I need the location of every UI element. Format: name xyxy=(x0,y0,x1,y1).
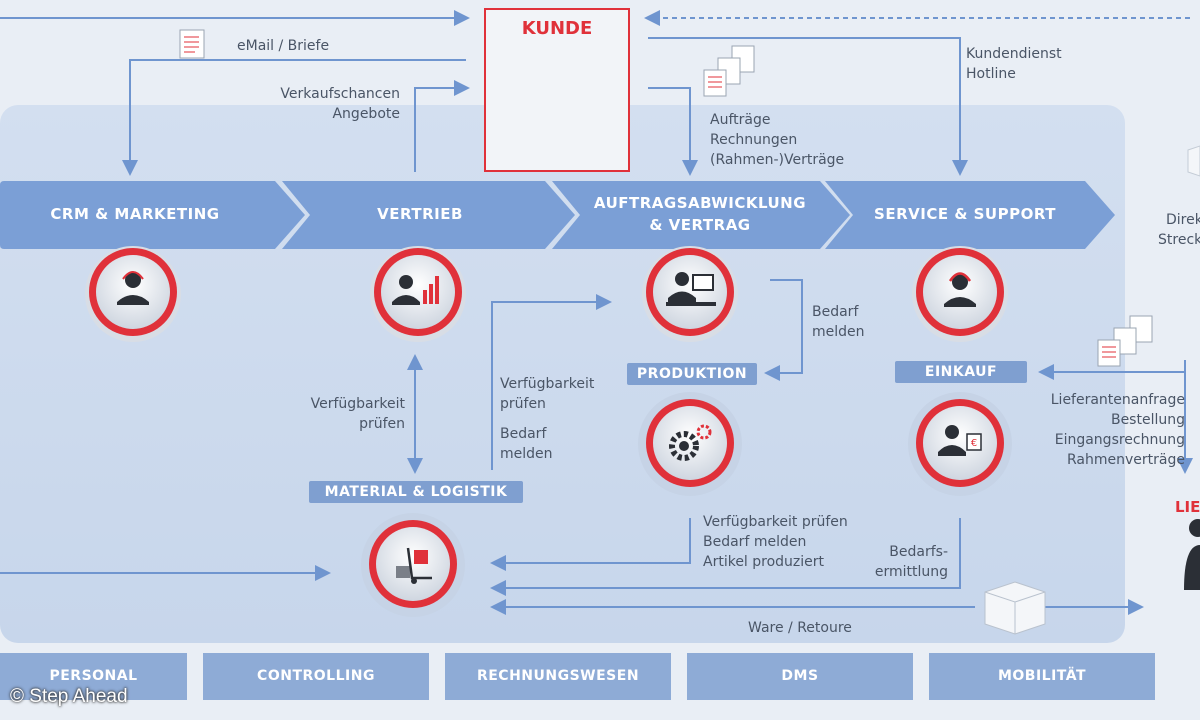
process-crm-label: CRM & MARKETING xyxy=(50,205,220,223)
tag-material-logistik: MATERIAL & LOGISTIK xyxy=(309,481,523,503)
tag-produktion: PRODUKTION xyxy=(627,363,757,385)
label-melden-1: melden xyxy=(500,446,553,462)
supplier-person-icon xyxy=(1184,519,1200,590)
chevron-crm xyxy=(0,181,305,249)
label-ermittlung: ermittlung xyxy=(874,564,948,580)
label-bestellung: Bestellung xyxy=(1110,412,1185,428)
chevron-vertrieb xyxy=(282,181,575,249)
module-controlling: CONTROLLING xyxy=(203,653,429,700)
sales-chart-icon xyxy=(370,246,466,342)
label-hotline: Hotline xyxy=(966,66,1016,82)
label-prod-verfuegbarkeit: Verfügbarkeit prüfen xyxy=(703,514,848,530)
label-melden-top: melden xyxy=(812,324,865,340)
label-verfuegbarkeit-1: Verfügbarkeit xyxy=(310,396,405,412)
copyright-watermark: © Step Ahead xyxy=(10,686,128,707)
chevron-service xyxy=(825,181,1115,249)
process-vertrieb-label: VERTRIEB xyxy=(377,205,463,223)
module-dms: DMS xyxy=(687,653,913,700)
label-pruefen-1: prüfen xyxy=(359,416,405,432)
computer-user-icon xyxy=(642,246,738,342)
label-verkaufschancen: Verkaufschancen xyxy=(280,86,400,102)
crm-icon xyxy=(85,246,181,342)
hand-truck-logistics-icon xyxy=(361,513,465,617)
label-bedarfs: Bedarfs- xyxy=(889,544,948,560)
label-rahmenvertraege: (Rahmen-)Verträge xyxy=(710,152,845,168)
process-auftrag-label-1: AUFTRAGSABWICKLUNG xyxy=(593,194,807,212)
process-service-label: SERVICE & SUPPORT xyxy=(874,205,1056,223)
label-email-briefe: eMail / Briefe xyxy=(237,38,330,54)
label-angebote: Angebote xyxy=(332,106,400,122)
label-bedarf-1: Bedarf xyxy=(500,426,547,442)
module-rechnungswesen: RECHNUNGSWESEN xyxy=(445,653,671,700)
purchasing-icon: € xyxy=(908,392,1012,496)
label-prod-bedarf: Bedarf melden xyxy=(703,534,807,550)
process-auftrag-label-2: & VERTRAG xyxy=(649,216,751,234)
tag-einkauf: EINKAUF xyxy=(895,361,1027,383)
label-ware-retoure: Ware / Retoure xyxy=(748,620,852,636)
label-lieferant-partial: LIE xyxy=(1175,498,1200,516)
documents-stack-icon xyxy=(703,45,755,97)
headset-support-icon xyxy=(912,246,1008,342)
letter-document-icon xyxy=(179,29,205,59)
package-box-icon xyxy=(984,581,1046,635)
label-rechnungen: Rechnungen xyxy=(710,132,798,148)
customer-box: KUNDE xyxy=(484,8,630,172)
label-auftraege: Aufträge xyxy=(710,112,771,128)
label-verfuegbarkeit-2: Verfügbarkeit xyxy=(500,376,595,392)
label-bedarf-top: Bedarf xyxy=(812,304,859,320)
module-personal: PERSONAL xyxy=(0,653,187,700)
supplier-documents-icon xyxy=(1097,315,1153,367)
label-rahmenvertraege-lief: Rahmenverträge xyxy=(1067,452,1185,468)
label-direkt: Direk xyxy=(1166,212,1200,228)
gears-production-icon xyxy=(638,392,742,496)
chevron-auftrag xyxy=(552,181,850,249)
label-pruefen-2: prüfen xyxy=(500,396,546,412)
svg-text:€: € xyxy=(971,438,977,449)
flow-arrows xyxy=(0,10,1193,615)
customer-title: KUNDE xyxy=(521,18,593,39)
direct-box-icon xyxy=(1187,145,1200,177)
label-prod-artikel: Artikel produziert xyxy=(703,554,825,570)
module-mobilitaet: MOBILITÄT xyxy=(929,653,1155,700)
label-strecke: Streck xyxy=(1158,232,1200,248)
label-lieferantenanfrage: Lieferantenanfrage xyxy=(1050,392,1185,408)
label-eingangsrechnung: Eingangsrechnung xyxy=(1054,432,1185,448)
label-kundendienst: Kundendienst xyxy=(966,46,1062,62)
